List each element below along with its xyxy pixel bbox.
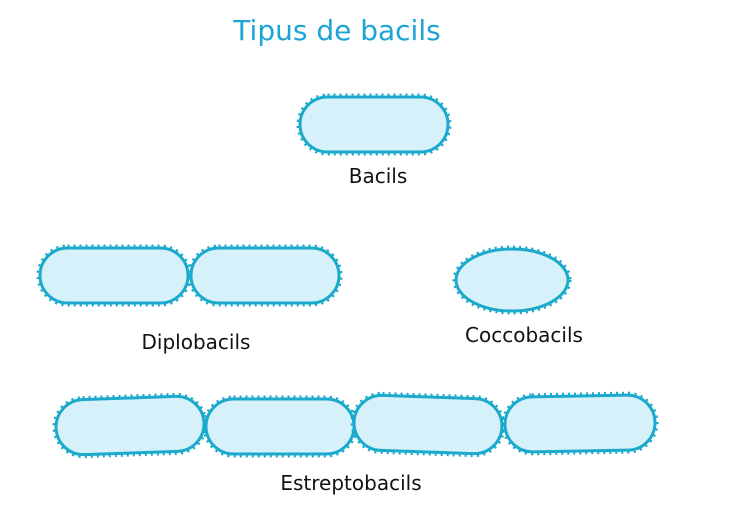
streptobacillus-cell-3	[352, 393, 504, 456]
streptobacillus-cell-4	[503, 393, 657, 454]
label-estreptobacils: Estreptobacils	[280, 471, 421, 495]
diplobacillus-group	[36, 244, 343, 307]
label-coccobacils: Coccobacils	[465, 323, 583, 347]
streptobacillus-cell-1	[54, 394, 206, 457]
diplobacillus-cell-2	[189, 246, 341, 305]
label-diplobacils: Diplobacils	[142, 330, 251, 354]
coccobacillus-cell	[454, 247, 570, 313]
coccobacillus-group	[452, 245, 572, 315]
streptobacillus-cell-2	[204, 397, 356, 456]
label-bacils: Bacils	[349, 164, 408, 188]
diplobacillus-cell-1	[38, 246, 190, 305]
streptobacillus-chain	[52, 391, 659, 459]
bacillus-cell	[298, 95, 450, 154]
diagram-title: Tipus de bacils	[232, 14, 440, 47]
bacillus-single	[296, 93, 452, 156]
